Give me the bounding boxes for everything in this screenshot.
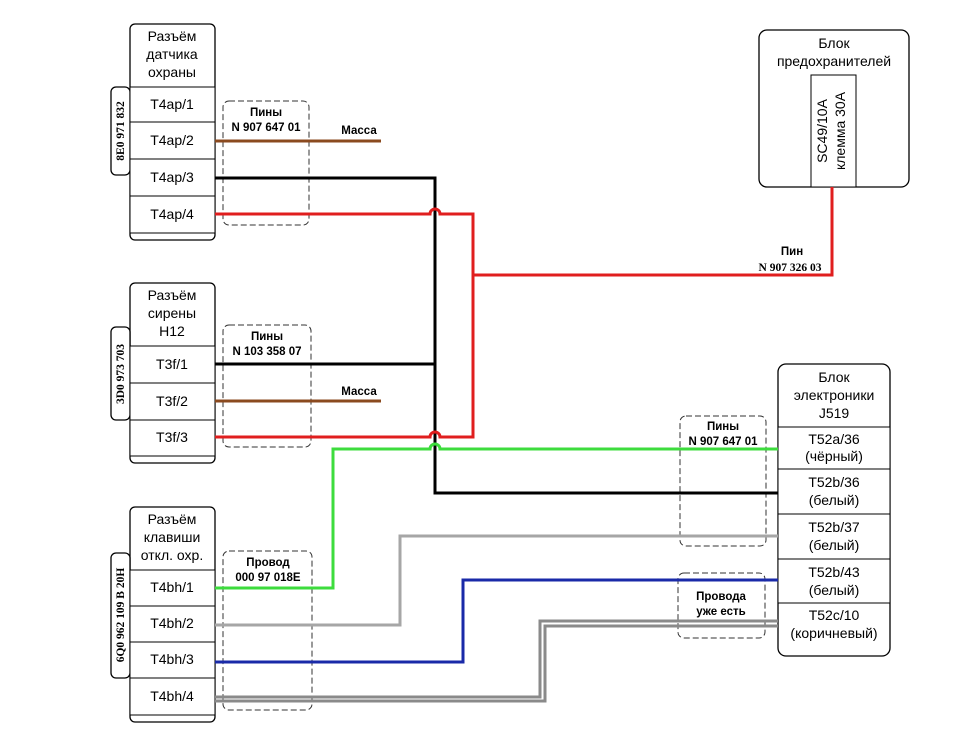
connector-alarm-sensor-title-2: датчика bbox=[146, 46, 198, 62]
fuse-block-title-2: предохранителей bbox=[777, 53, 891, 69]
connector-siren-title-1: Разъём bbox=[148, 287, 197, 303]
wire-switch-label-2: 000 97 018E bbox=[235, 572, 301, 584]
pins-j519-label-2: N 907 647 01 bbox=[688, 436, 758, 448]
connector-siren-part-number: 3D0 973 703 bbox=[115, 344, 127, 404]
j519-pin-t52c-10: T52c/10 bbox=[809, 607, 860, 623]
connector-switch-part-number: 6Q0 962 109 B 20H bbox=[115, 568, 127, 663]
pin-label-t3f-2: T3f/2 bbox=[156, 393, 188, 409]
pin-cell-t4bh-1 bbox=[129, 569, 216, 607]
j519-pin-t52b-43-color: (белый) bbox=[809, 582, 860, 598]
wire-switch-label-1: Провод bbox=[246, 557, 290, 569]
fuse-block: Блок предохранителей SC49/10A клемма 30А bbox=[758, 29, 910, 188]
electronics-block-title-2: электроники bbox=[794, 387, 875, 403]
pin-label-t4bh-1: T4bh/1 bbox=[150, 579, 194, 595]
fuse-slot-label-1: SC49/10A bbox=[814, 98, 830, 162]
electronics-block-title-3: J519 bbox=[819, 405, 850, 421]
pin-cell-t4bh-3 bbox=[129, 641, 216, 679]
connector-switch: Разъём клавиши откл. охр. 6Q0 962 109 B … bbox=[110, 506, 216, 723]
pins-siren-label-2: N 103 358 07 bbox=[232, 346, 301, 358]
wires-exist-label-1: Провода bbox=[696, 591, 746, 603]
pin-label-t4bh-4: T4bh/4 bbox=[150, 688, 194, 704]
pin-label-t4ap-2: T4ap/2 bbox=[150, 132, 194, 148]
pin-label-t3f-1: T3f/1 bbox=[156, 356, 188, 372]
wire-blue bbox=[215, 578, 778, 664]
j519-pin-t52a-36: T52a/36 bbox=[808, 431, 860, 447]
pins-sensor-label-1: Пины bbox=[250, 107, 282, 119]
wire-red-power bbox=[215, 207, 475, 439]
j519-pin-t52a-36-color: (чёрный) bbox=[805, 448, 863, 464]
connector-alarm-sensor-title-3: охраны bbox=[148, 64, 196, 80]
pin-label-t4ap-3: T4ap/3 bbox=[150, 169, 194, 185]
pin-label-t4ap-4: T4ap/4 bbox=[150, 206, 194, 222]
wires-exist-label-2: уже есть bbox=[696, 606, 745, 618]
wire-gray bbox=[215, 534, 778, 627]
pin-label-t4ap-1: T4ap/1 bbox=[150, 96, 194, 112]
pin-label-t4bh-2: T4bh/2 bbox=[150, 615, 194, 631]
pins-siren-label-1: Пины bbox=[251, 331, 283, 343]
pins-j519-label-1: Пины bbox=[707, 421, 739, 433]
pin-fuse-label-1: Пин bbox=[781, 246, 803, 258]
j519-pin-t52b-37: T52b/37 bbox=[808, 519, 860, 535]
wire-gray-twin-b bbox=[215, 624, 778, 703]
pin-cell-t4ap-4 bbox=[129, 195, 216, 234]
connector-switch-title-2: клавиши bbox=[144, 529, 201, 545]
mass-label-1: Масса bbox=[341, 125, 377, 137]
connector-alarm-sensor: Разъём датчика охраны 8E0 971 832 T4ap/1… bbox=[110, 23, 216, 241]
connector-siren-title-3: H12 bbox=[159, 323, 185, 339]
electronics-block-j519: Блок электроники J519 T52a/36 (чёрный) T… bbox=[777, 363, 891, 657]
pin-cell-t3f-3 bbox=[129, 419, 216, 457]
pin-label-t3f-3: T3f/3 bbox=[156, 429, 188, 445]
connector-alarm-sensor-part-number: 8E0 971 832 bbox=[115, 101, 127, 161]
pin-fuse-label-2: N 907 326 03 bbox=[759, 262, 822, 274]
connector-alarm-sensor-title-1: Разъём bbox=[148, 28, 197, 44]
wire-green bbox=[215, 442, 778, 590]
connector-switch-title-1: Разъём bbox=[148, 511, 197, 527]
wires-exist-dashed-box bbox=[677, 572, 766, 639]
mass-label-2: Масса bbox=[341, 386, 377, 398]
connector-switch-title-3: откл. охр. bbox=[141, 547, 203, 563]
wire-switch-dashed-box bbox=[222, 550, 313, 711]
connector-siren: Разъём сирены H12 3D0 973 703 T3f/1 T3f/… bbox=[110, 282, 216, 464]
connector-siren-title-2: сирены bbox=[148, 305, 196, 321]
j519-pin-t52b-36: T52b/36 bbox=[808, 474, 860, 490]
fuse-block-title-1: Блок bbox=[818, 35, 850, 51]
j519-pin-t52b-43: T52b/43 bbox=[808, 564, 860, 580]
electronics-block-title-1: Блок bbox=[818, 369, 850, 385]
fuse-slot-label-2: клемма 30А bbox=[832, 91, 848, 170]
pins-j519-dashed-box bbox=[679, 415, 767, 547]
wire-gray-twin-a bbox=[215, 619, 778, 699]
pins-sensor-dashed-box bbox=[222, 100, 310, 226]
j519-cell-t52a-36 bbox=[777, 426, 891, 470]
j519-pin-t52b-36-color: (белый) bbox=[809, 492, 860, 508]
pins-siren-dashed-box bbox=[222, 324, 312, 448]
pins-sensor-label-2: N 907 647 01 bbox=[231, 122, 301, 134]
j519-cell-t52b-43 bbox=[777, 558, 891, 604]
fuse-slot bbox=[810, 74, 857, 188]
j519-pin-t52c-10-color: (коричневый) bbox=[790, 625, 877, 641]
wire-black-ground bbox=[215, 176, 778, 495]
pin-label-t4bh-3: T4bh/3 bbox=[150, 651, 194, 667]
j519-pin-t52b-37-color: (белый) bbox=[809, 537, 860, 553]
j519-cell-t52b-37 bbox=[777, 513, 891, 560]
wire-red-fuse bbox=[473, 187, 834, 277]
